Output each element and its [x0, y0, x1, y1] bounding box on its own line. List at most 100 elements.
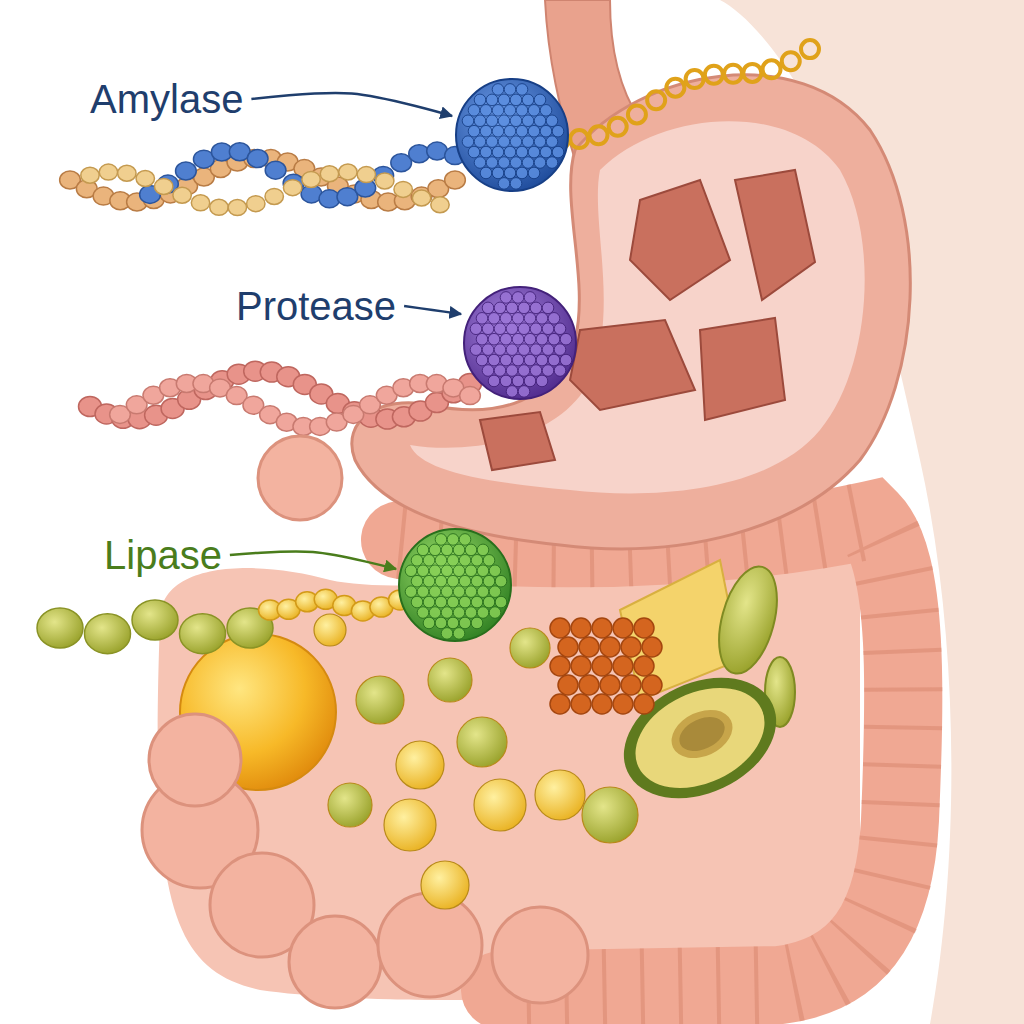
enzyme-bump: [536, 375, 548, 387]
enzyme-bump: [554, 344, 566, 356]
bead: [283, 180, 301, 196]
bead: [394, 181, 412, 197]
bead: [132, 600, 178, 640]
ring: [724, 65, 742, 83]
enzyme-bump: [512, 292, 524, 304]
enzyme-bump: [423, 596, 435, 608]
avocado-pit-hollow: [674, 710, 730, 757]
bead: [265, 161, 286, 179]
ring: [647, 91, 665, 109]
avocado-pit: [664, 701, 741, 768]
enzyme-bump: [482, 323, 494, 335]
enzyme-bump: [522, 157, 534, 169]
enzyme-bump: [486, 115, 498, 127]
enzyme-bump: [542, 302, 554, 314]
enzyme-bump: [423, 617, 435, 629]
enzyme-bump: [465, 565, 477, 577]
enzyme-bump: [542, 323, 554, 335]
ring: [801, 40, 819, 58]
enzyme-bump: [468, 105, 480, 117]
enzyme-bump: [506, 344, 518, 356]
enzyme-bump: [504, 125, 516, 137]
enzyme-bump: [465, 544, 477, 556]
fat-droplet: [356, 676, 404, 724]
enzyme-bump: [492, 125, 504, 137]
enzyme-bump: [546, 115, 558, 127]
meat-chunk: [700, 318, 785, 420]
enzyme-bump: [510, 178, 522, 190]
enzyme-label: Amylase: [90, 76, 243, 122]
meat-chunk: [735, 170, 815, 300]
enzyme-bump: [506, 386, 518, 398]
enzyme-bump: [560, 333, 572, 345]
bead: [136, 170, 154, 186]
enzyme-bump: [548, 354, 560, 366]
enzyme-bump: [518, 386, 530, 398]
enzyme-bump: [477, 544, 489, 556]
bead: [460, 387, 481, 405]
meat-chunk: [630, 180, 730, 300]
enzyme-bump: [468, 146, 480, 158]
enzyme-bump: [435, 555, 447, 567]
bead: [154, 178, 172, 194]
enzyme-bump: [477, 586, 489, 598]
bead: [592, 694, 612, 714]
bead: [550, 656, 570, 676]
enzyme-bump: [494, 323, 506, 335]
bead: [634, 618, 654, 638]
intestine-coils: [142, 436, 588, 1008]
bead: [613, 656, 633, 676]
enzyme-bump: [465, 586, 477, 598]
bead: [579, 675, 599, 695]
enzyme-bump: [480, 125, 492, 137]
enzyme-bump: [411, 575, 423, 587]
enzyme-bump: [536, 333, 548, 345]
enzyme-bump: [470, 344, 482, 356]
bead: [571, 656, 591, 676]
lipase-enzyme: [399, 529, 511, 641]
enzyme-bump: [528, 167, 540, 179]
meat-chunk: [480, 412, 555, 470]
enzyme-bump: [486, 157, 498, 169]
enzyme-bump: [483, 596, 495, 608]
enzyme-bump: [488, 313, 500, 325]
fat-droplet: [582, 787, 638, 843]
enzyme-bump: [470, 323, 482, 335]
enzyme-bump: [471, 575, 483, 587]
bead: [642, 675, 662, 695]
bead: [571, 618, 591, 638]
enzyme-bump: [411, 555, 423, 567]
enzyme-bump: [534, 136, 546, 148]
bead: [37, 608, 83, 648]
enzyme-bump: [498, 157, 510, 169]
enzyme-bump: [429, 586, 441, 598]
avocado-skin: [604, 654, 795, 821]
enzyme-bump: [480, 167, 492, 179]
ring: [686, 70, 704, 88]
bead: [621, 637, 641, 657]
enzyme-bump: [474, 115, 486, 127]
enzyme-bump: [546, 136, 558, 148]
leader-arrow: [404, 306, 461, 314]
enzyme-bump: [518, 302, 530, 314]
starch-chain: [140, 142, 466, 208]
enzyme-bump: [492, 84, 504, 96]
fat-droplet: [428, 658, 472, 702]
ring: [609, 118, 627, 136]
bead: [228, 200, 246, 216]
enzyme-bump: [516, 84, 528, 96]
ring: [589, 126, 607, 144]
enzyme-bump: [447, 575, 459, 587]
avocado-flesh: [619, 668, 780, 807]
fat-droplet: [474, 779, 526, 831]
enzyme-bump: [429, 565, 441, 577]
enzyme-bump: [510, 94, 522, 106]
enzyme-bump: [516, 167, 528, 179]
enzyme-bump: [530, 365, 542, 377]
bead: [550, 618, 570, 638]
enzyme-bump: [489, 565, 501, 577]
fat-droplets: [314, 614, 638, 909]
enzyme-bump: [480, 146, 492, 158]
